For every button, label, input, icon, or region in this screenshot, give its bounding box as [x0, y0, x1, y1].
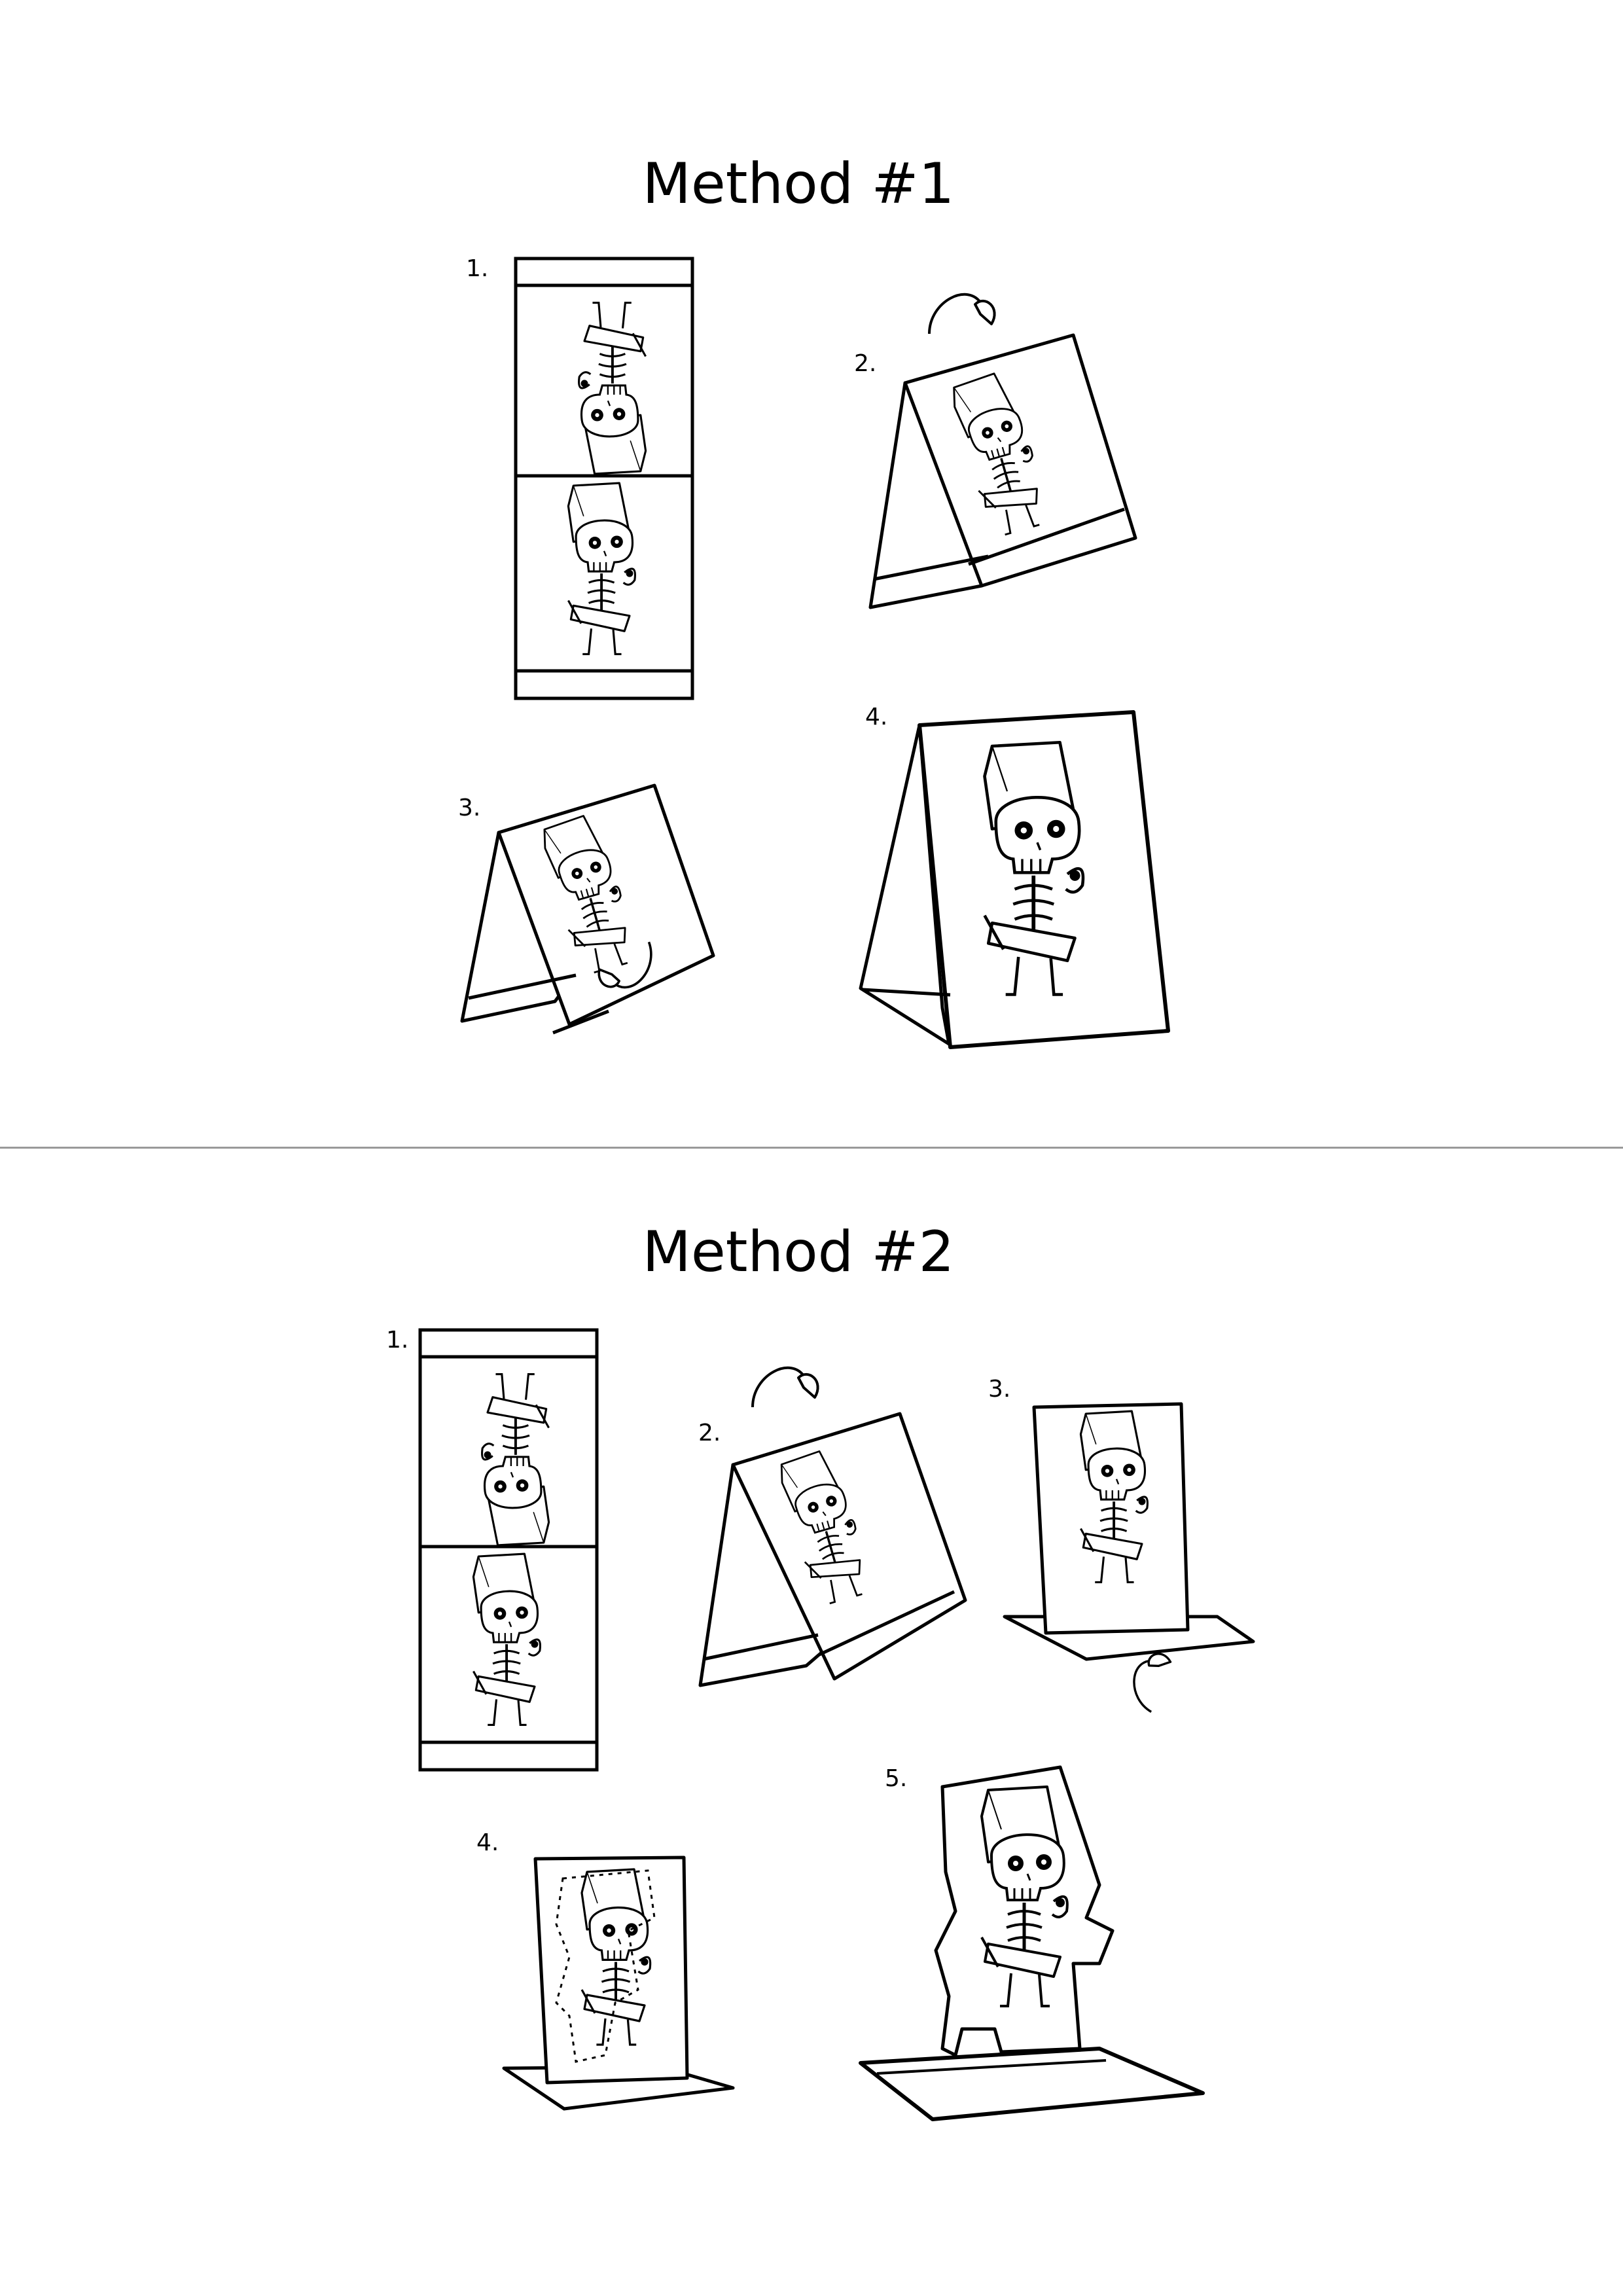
m2-step-1-strip — [418, 1328, 599, 1772]
m1-step-3-tent — [460, 783, 715, 1035]
m1-step-2-label: 2. — [854, 350, 877, 377]
m2-step-5-label: 5. — [885, 1765, 908, 1792]
m1-step-1-strip — [514, 257, 694, 700]
method-2-title: Method #2 — [642, 1219, 955, 1285]
m1-step-4-tent — [859, 710, 1170, 1049]
m1-step-2-tent — [868, 293, 1137, 609]
m1-step-3-label: 3. — [458, 795, 481, 821]
m1-step-1-label: 1. — [466, 255, 489, 282]
m2-step-5-figure — [859, 1765, 1205, 2121]
m2-step-1-label: 1. — [386, 1327, 409, 1354]
m1-step-4-label: 4. — [865, 704, 888, 730]
m2-step-3-label: 3. — [988, 1376, 1011, 1403]
m2-step-2-tent — [698, 1366, 967, 1687]
m2-step-4-label: 4. — [476, 1829, 499, 1856]
section-divider — [0, 1147, 1623, 1149]
m2-step-4-card — [502, 1856, 735, 2111]
m2-step-3-card — [1003, 1402, 1255, 1713]
method-1-title: Method #1 — [642, 151, 955, 217]
m2-step-2-label: 2. — [698, 1420, 721, 1446]
